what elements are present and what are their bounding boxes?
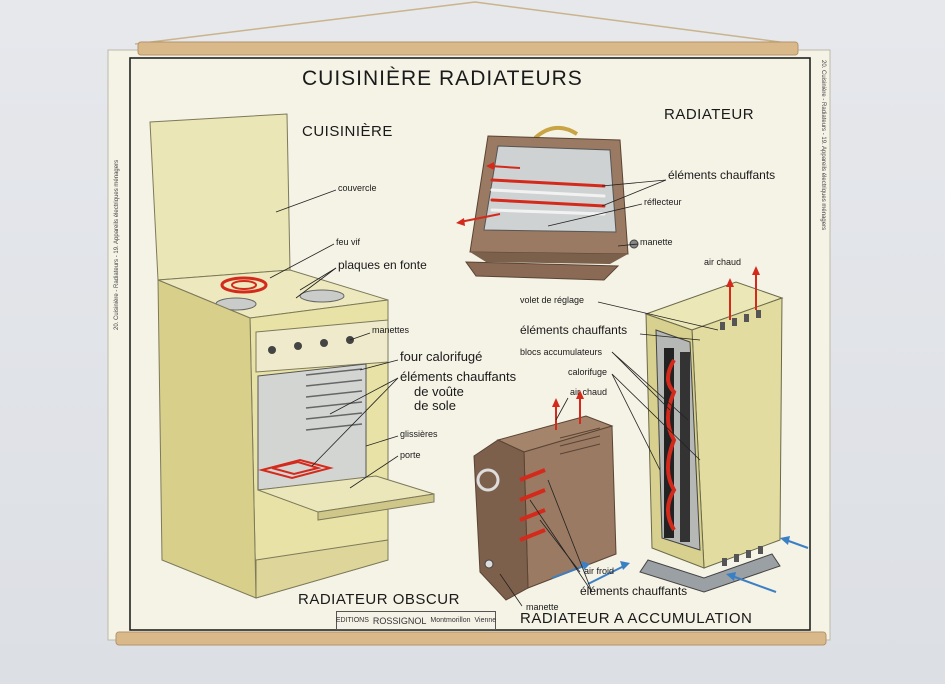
publisher-name: ROSSIGNOL	[372, 615, 427, 626]
label-air-froid: air froid	[584, 566, 615, 576]
leader-lines	[269, 179, 719, 607]
top-rod	[137, 41, 799, 56]
section-radiateur-obscur: RADIATEUR OBSCUR	[298, 591, 460, 608]
label-volet-de-reglage: volet de réglage	[520, 295, 585, 305]
label-elements-chauffants-cuisiniere: éléments chauffants	[400, 369, 517, 384]
label-glissieres: glissières	[400, 429, 438, 439]
dark-radiator-illustration	[473, 390, 630, 601]
label-four-calorifuge: four calorifugé	[400, 349, 483, 364]
storage-radiator-illustration	[639, 266, 809, 593]
label-manettes: manettes	[372, 325, 410, 335]
label-air-chaud-top: air chaud	[704, 257, 742, 267]
bottom-rod	[115, 631, 827, 646]
publisher-box: EDITIONS ROSSIGNOL Montmorillon Vienne	[336, 611, 496, 630]
label-elements-chauffants-radiateur: éléments chauffants	[668, 168, 776, 182]
label-plaques-en-fonte: plaques en fonte	[338, 258, 427, 272]
label-feu-vif: feu vif	[336, 237, 361, 247]
label-reflecteur: réflecteur	[644, 197, 682, 207]
edge-text-right: 20. Cuisinière - Radiateurs - 19. Appare…	[820, 60, 826, 231]
label-de-voute: de voûte	[414, 384, 464, 399]
label-manette-radiateur: manette	[640, 237, 673, 247]
poster-frame	[129, 57, 811, 631]
publisher-dept: Vienne	[474, 617, 497, 624]
hanging-string	[134, 1, 796, 45]
label-manette-obscur: manette	[526, 602, 559, 612]
label-elements-chauffants-obscur: éléments chauffants	[580, 584, 688, 598]
edge-text-left: 20. Cuisinière - Radiateurs - 19. Appare…	[114, 159, 120, 330]
section-radiateur: RADIATEUR	[664, 106, 755, 123]
label-de-sole: de sole	[414, 398, 456, 413]
label-couvercle: couvercle	[338, 183, 377, 193]
cooker-illustration	[149, 113, 435, 599]
label-calorifuge: calorifuge	[568, 367, 608, 377]
label-blocs-accumulateurs: blocs accumulateurs	[520, 347, 603, 357]
label-porte: porte	[400, 450, 421, 460]
label-air-chaud-obscur: air chaud	[570, 387, 608, 397]
poster-title: CUISINIÈRE RADIATEURS	[302, 67, 583, 90]
publisher-prefix: EDITIONS	[335, 617, 369, 624]
section-cuisiniere: CUISINIÈRE	[302, 123, 393, 140]
publisher-place: Montmorillon	[430, 617, 471, 624]
reflector-radiator-illustration	[456, 126, 639, 281]
label-elements-chauffants-accumulation: éléments chauffants	[520, 323, 628, 337]
section-radiateur-accumulation: RADIATEUR A ACCUMULATION	[520, 610, 753, 627]
